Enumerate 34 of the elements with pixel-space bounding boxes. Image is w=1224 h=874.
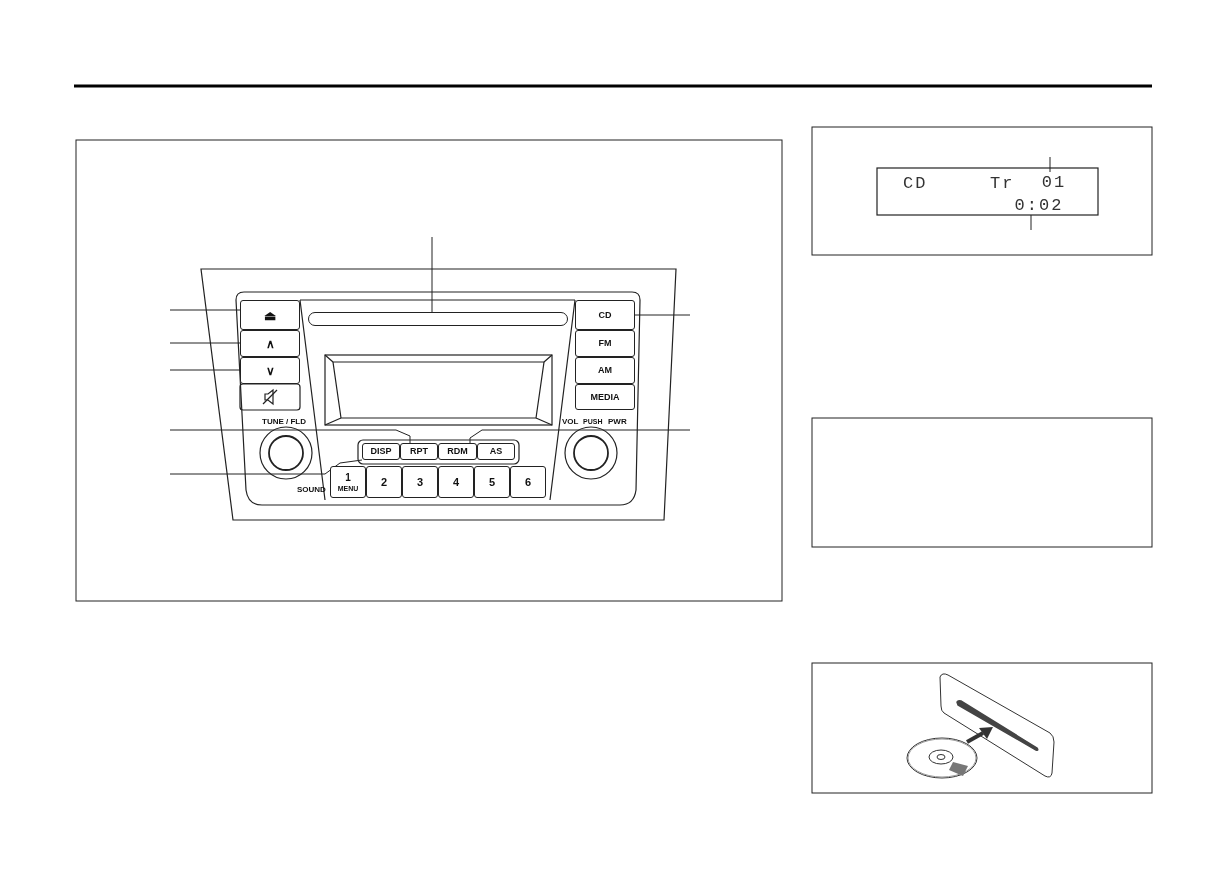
knob-label: TUNE / FLD: [262, 417, 306, 426]
eject-button: ⏏: [240, 300, 300, 330]
leader-line: [169, 459, 363, 475]
down-button: ∨: [240, 357, 300, 384]
media-button: MEDIA: [575, 384, 635, 410]
disp-button: DISP: [362, 443, 400, 460]
leader-line: [169, 429, 411, 444]
cd-slot: [308, 312, 568, 326]
rpt-button: RPT: [400, 443, 438, 460]
knob-label: VOL: [562, 417, 579, 426]
lcd-text: CD: [903, 174, 928, 193]
track-number: 01: [1040, 172, 1068, 192]
am-button: AM: [575, 357, 635, 384]
leader-line: [634, 314, 691, 316]
leader-line: [1049, 156, 1051, 173]
preset-button: 6: [510, 466, 546, 498]
knob-label: PWR: [608, 417, 627, 426]
leader-line: [1030, 214, 1032, 231]
preset-button: 5: [474, 466, 510, 498]
preset-button: 4: [438, 466, 474, 498]
leader-line: [431, 236, 433, 313]
rdm-button: RDM: [438, 443, 477, 460]
preset-button: 2: [366, 466, 402, 498]
elapsed-time: 0:02: [1008, 195, 1070, 215]
leader-line: [169, 309, 241, 311]
up-button: ∧: [240, 330, 300, 357]
lcd-text: Tr: [990, 174, 1015, 193]
as-button: AS: [477, 443, 515, 460]
leader-line: [469, 429, 691, 444]
leader-line: [169, 369, 241, 371]
cd-button: CD: [575, 300, 635, 330]
preset-button: 3: [402, 466, 438, 498]
leader-line: [169, 342, 241, 344]
fm-button: FM: [575, 330, 635, 357]
